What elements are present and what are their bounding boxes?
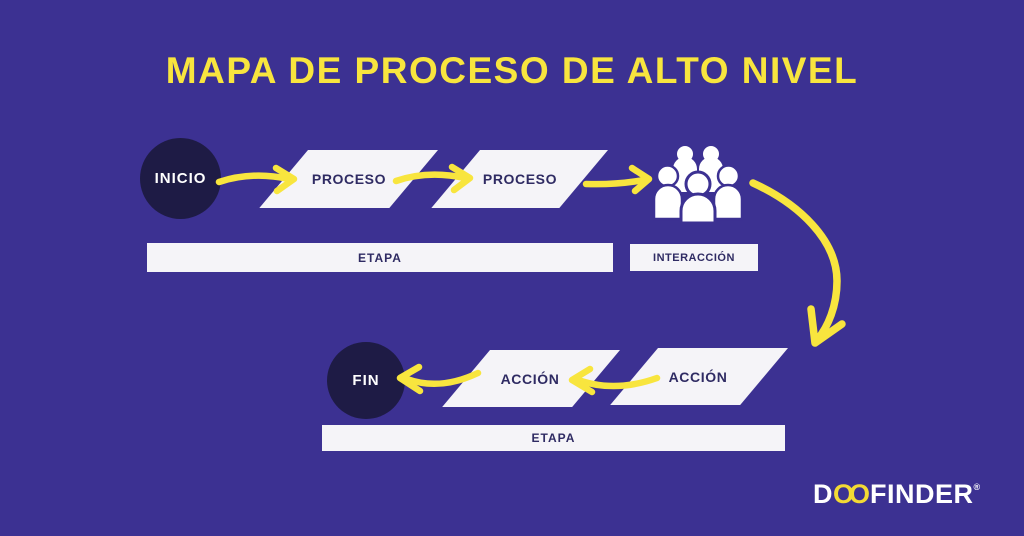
logo-infinity-oo: OO xyxy=(833,479,870,509)
process-node-1: PROCESO xyxy=(259,150,438,208)
arrow-people-to-accion2-curve xyxy=(749,179,846,347)
action-node-1-label: ACCIÓN xyxy=(500,370,560,387)
stage-bar-1-label: ETAPA xyxy=(358,250,402,265)
process-node-1-label: PROCESO xyxy=(311,171,387,187)
stage-bar-2-label: ETAPA xyxy=(531,431,576,445)
stage-bar-2: ETAPA xyxy=(322,425,785,451)
end-node-label: FIN xyxy=(352,372,380,389)
stage-bar-1: ETAPA xyxy=(147,243,613,272)
page-title: MAPA DE PROCESO DE ALTO NIVEL xyxy=(165,50,859,91)
logo-letter-d: D xyxy=(813,479,833,509)
start-node: INICIO xyxy=(140,138,221,219)
people-group-icon xyxy=(652,146,744,225)
process-node-2: PROCESO xyxy=(431,150,608,208)
logo-finder-text: FINDER xyxy=(870,479,974,509)
action-node-2-label: ACCIÓN xyxy=(668,368,728,385)
interaction-bar-label: INTERACCIÓN xyxy=(653,251,735,264)
interaction-bar: INTERACCIÓN xyxy=(630,244,758,271)
registered-trademark-symbol: ® xyxy=(973,482,981,492)
start-node-label: INICIO xyxy=(154,170,207,187)
end-node: FIN xyxy=(327,342,405,419)
action-node-2: ACCIÓN xyxy=(608,348,788,405)
process-node-2-label: PROCESO xyxy=(482,171,558,187)
action-node-1: ACCIÓN xyxy=(440,350,620,407)
